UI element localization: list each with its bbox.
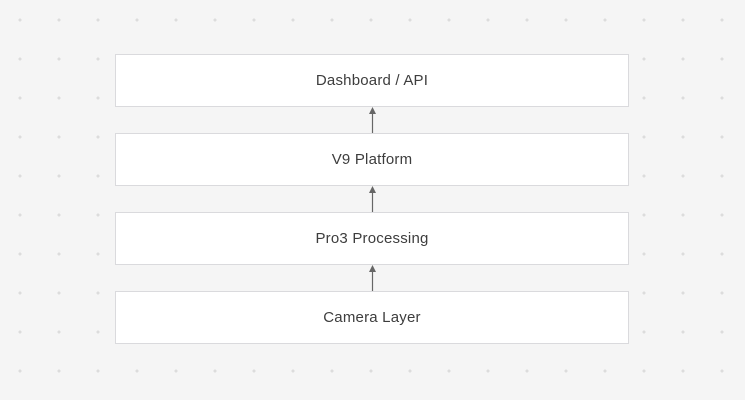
layer-label: Dashboard / API [315, 72, 429, 89]
layer-v9-platform: V9 Platform [115, 133, 629, 186]
layer-label: V9 Platform [331, 151, 413, 168]
layer-pro3-processing: Pro3 Processing [115, 212, 629, 265]
arrow-up-icon [369, 107, 376, 133]
layer-label: Pro3 Processing [315, 230, 429, 247]
arrow-up-icon [369, 265, 376, 291]
layer-label: Camera Layer [323, 309, 421, 326]
layer-camera: Camera Layer [115, 291, 629, 344]
layer-dashboard-api: Dashboard / API [115, 54, 629, 107]
arrow-up-icon [369, 186, 376, 212]
